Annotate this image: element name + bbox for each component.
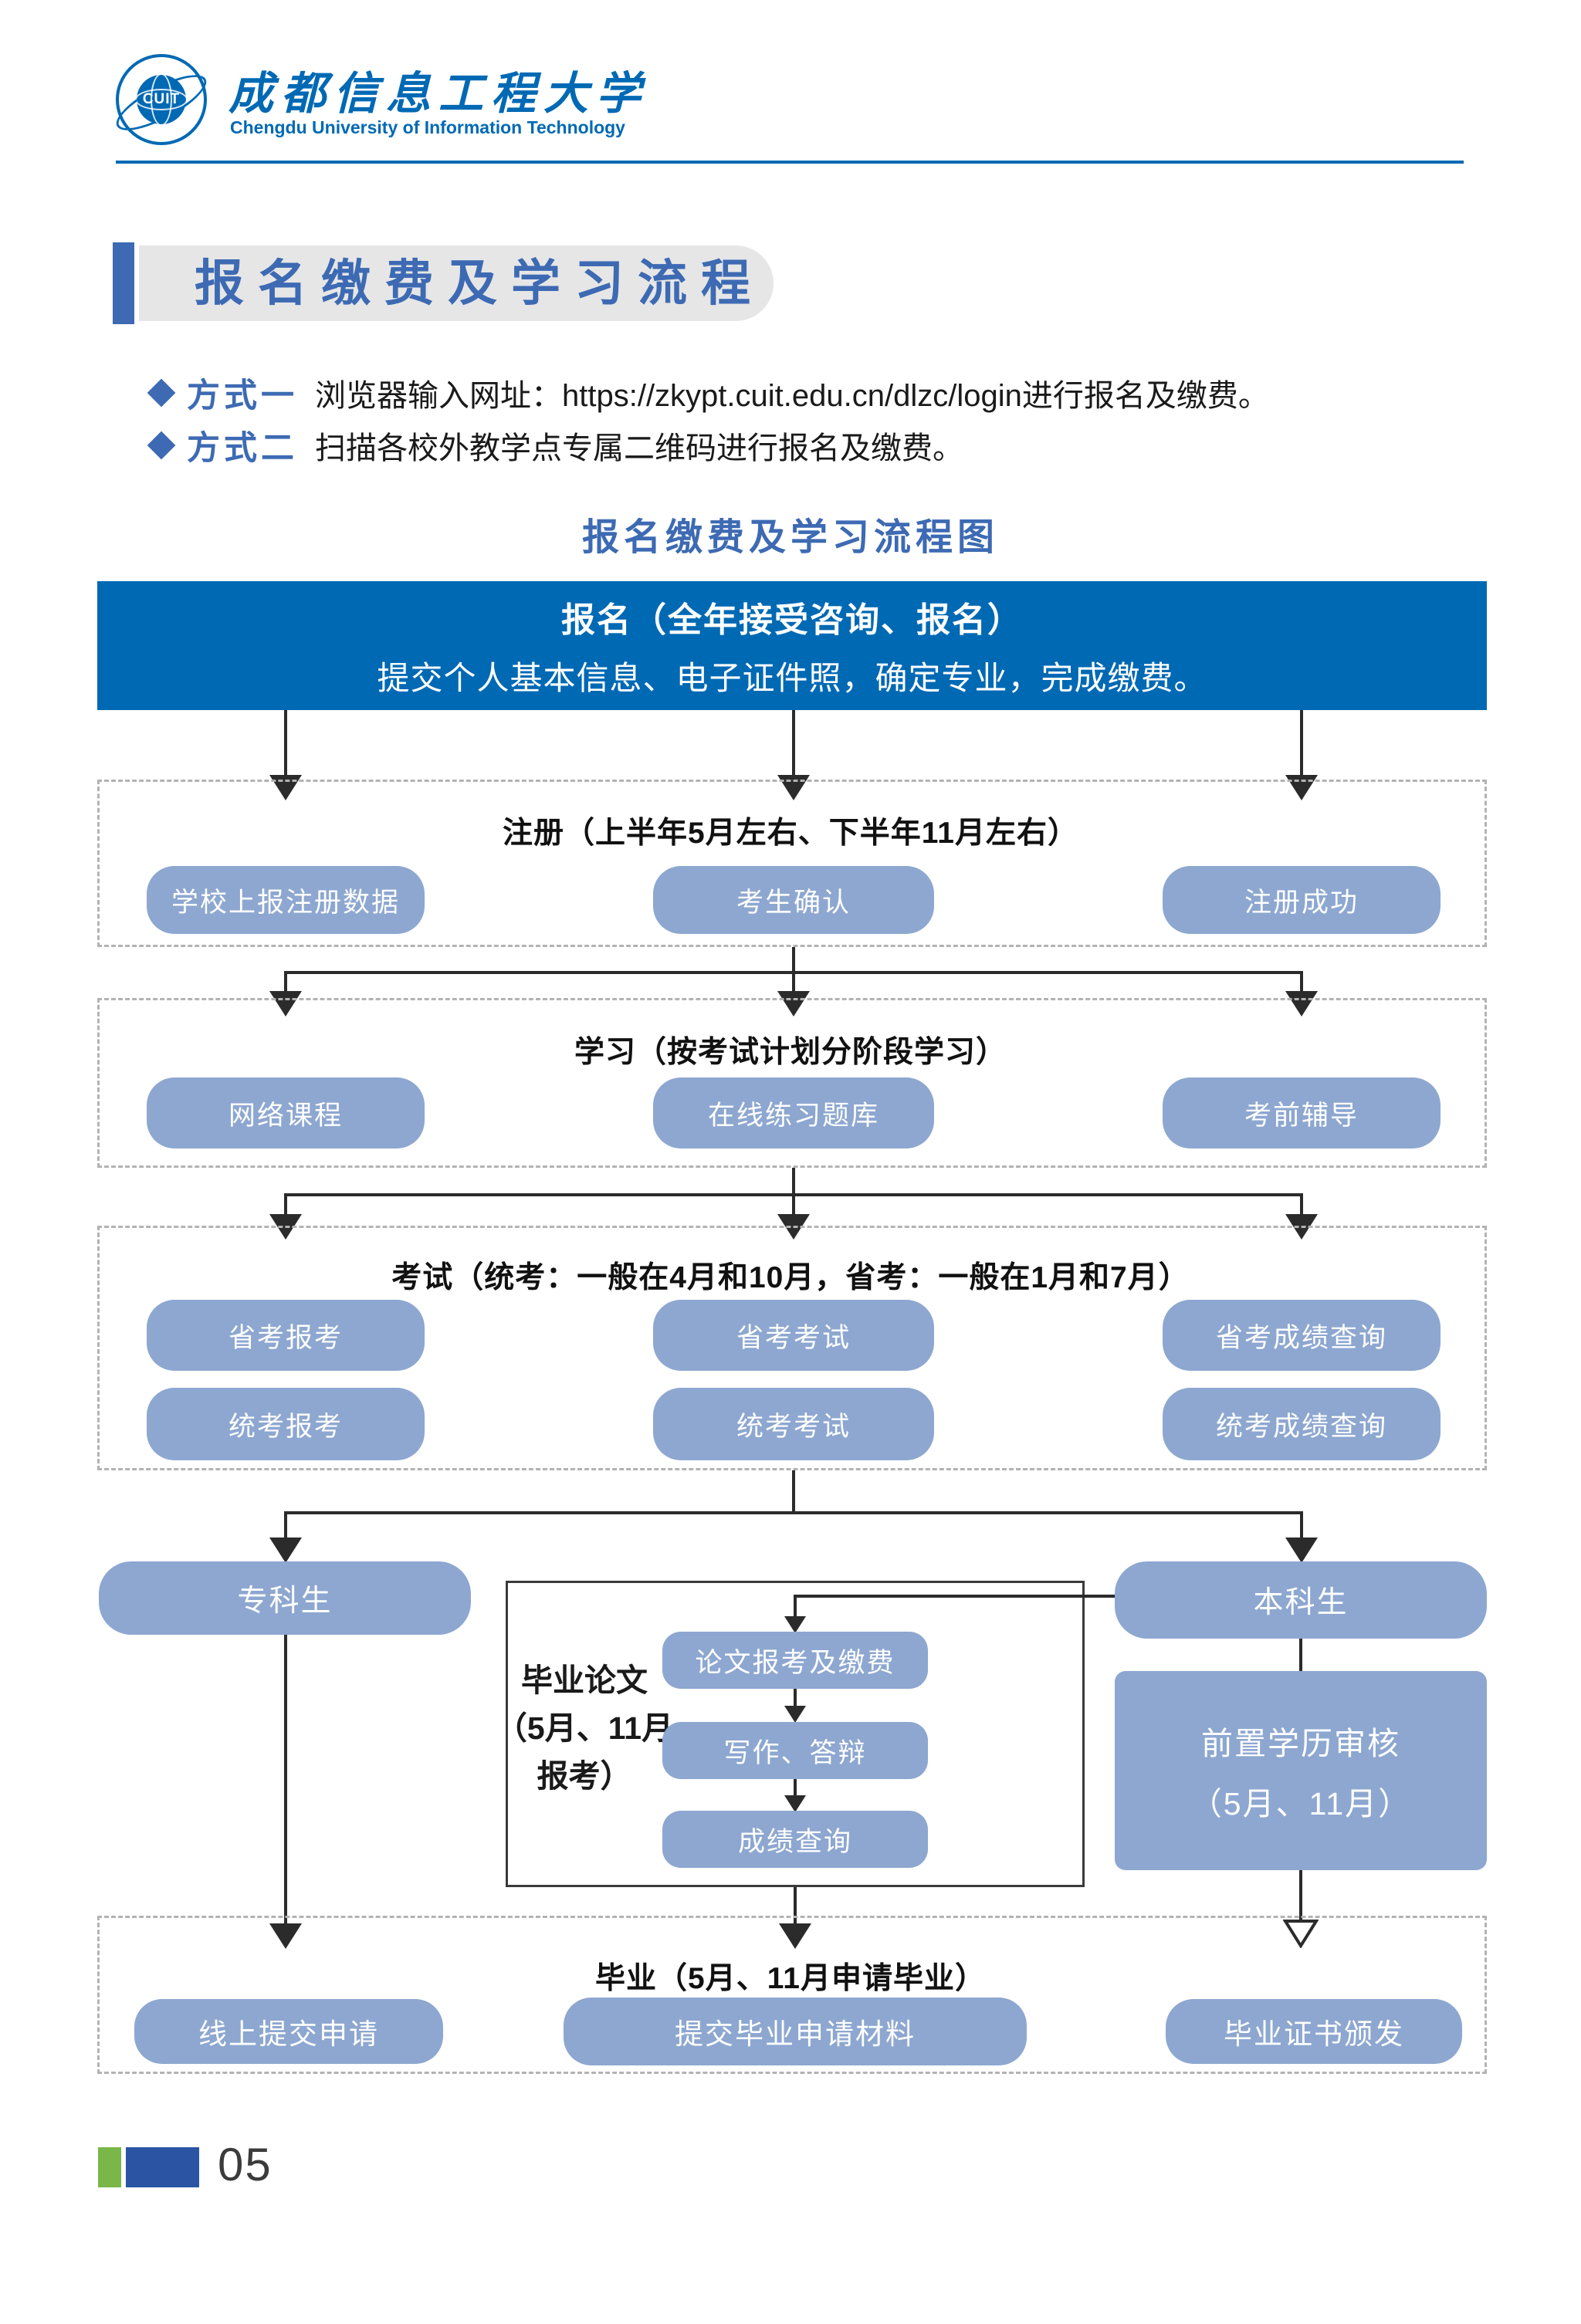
connector-line (792, 1193, 795, 1214)
connector-line (1299, 1639, 1302, 1671)
connector-line (792, 947, 795, 973)
university-logo-emblem: CUIT (109, 54, 214, 145)
connector-line (284, 710, 287, 775)
connector-line (794, 1595, 1115, 1598)
method-item-2: 方式二 扫描各校外教学点专属二维码进行报名及缴费。 (147, 421, 963, 469)
connector-line (794, 1779, 797, 1795)
node-thesis-writing: 写作、答辩 (662, 1722, 928, 1779)
connector-line (794, 1595, 797, 1616)
footer-green-block (98, 2147, 121, 2187)
section-banner-accent-bar (113, 242, 134, 324)
arrow-down-icon (1285, 775, 1318, 800)
stage-register-group (97, 780, 1487, 947)
diamond-bullet-icon (147, 378, 176, 408)
method-label: 方式一 (187, 377, 298, 414)
connector-line (1300, 1193, 1303, 1214)
logo-en-name: Chengdu University of Information Techno… (230, 117, 625, 137)
connector-line (792, 710, 795, 775)
stage-exam-title: 考试（统考：一般在4月和10月，省考：一般在1月和7月） (391, 1261, 1190, 1294)
connector-line (792, 971, 795, 991)
arrow-down-icon (777, 775, 810, 800)
header-divider (116, 161, 1464, 164)
node-unified-exam: 统考考试 (653, 1388, 934, 1460)
node-qualification-review: 前置学历审核 （5月、11月） (1115, 1671, 1487, 1870)
arrow-down-icon (779, 1923, 811, 1949)
connector-line (284, 1193, 287, 1214)
connector-line (794, 1689, 797, 1706)
node-provincial-apply: 省考报考 (147, 1300, 425, 1371)
stage-graduation-title: 毕业（5月、11月申请毕业） (595, 1962, 986, 1995)
arrow-down-icon (1285, 1537, 1318, 1563)
node-thesis-score: 成绩查询 (662, 1811, 928, 1868)
node-practice-bank: 在线练习题库 (653, 1077, 934, 1148)
node-register-confirm: 考生确认 (653, 866, 934, 934)
node-thesis-apply: 论文报考及缴费 (662, 1632, 928, 1689)
connector-line (794, 1887, 797, 1923)
start-node-subtitle: 提交个人基本信息、电子证件照，确定专业，完成缴费。 (377, 660, 1207, 696)
method-item-1: 方式一 浏览器输入网址：https://zkypt.cuit.edu.cn/dl… (147, 369, 1269, 417)
stage-study-group (97, 998, 1487, 1168)
connector-line (1300, 710, 1303, 775)
node-online-course: 网络课程 (147, 1077, 425, 1148)
connector-line (284, 971, 287, 991)
start-node-title: 报名（全年接受咨询、报名） (561, 601, 1023, 639)
connector-line (792, 1168, 795, 1196)
logo-globe-icon: CUIT (137, 75, 186, 124)
connector-line (284, 1635, 287, 1923)
node-provincial-exam: 省考考试 (653, 1300, 934, 1371)
page-number: 05 (218, 2139, 273, 2190)
node-register-report: 学校上报注册数据 (147, 866, 425, 934)
flowchart-title: 报名缴费及学习流程图 (581, 517, 999, 558)
footer-blue-block (126, 2147, 199, 2187)
stage-study-title: 学习（按考试计划分阶段学习） (574, 1036, 1007, 1069)
logo-cn-name: 成都信息工程大学 (229, 67, 649, 120)
arrow-down-icon (784, 1616, 806, 1633)
connector-line (284, 1511, 1303, 1514)
method-text: 扫描各校外教学点专属二维码进行报名及缴费。 (315, 431, 963, 465)
connector-line (1299, 1870, 1302, 1920)
thesis-group (506, 1581, 1085, 1887)
node-online-submit: 线上提交申请 (134, 1999, 443, 2064)
arrow-down-icon (269, 775, 302, 800)
stage-register-title: 注册（上半年5月左右、下半年11月左右） (503, 817, 1078, 850)
node-pre-exam-coaching: 考前辅导 (1163, 1077, 1441, 1148)
hollow-arrow-down-icon (1283, 1920, 1319, 1948)
arrow-down-icon (784, 1795, 806, 1812)
node-provincial-score: 省考成绩查询 (1163, 1300, 1441, 1371)
thesis-label: 毕业论文 （5月、11月 报考） (495, 1663, 674, 1794)
arrow-down-icon (269, 1923, 302, 1949)
node-junior-college: 专科生 (99, 1561, 471, 1635)
section-banner (139, 245, 774, 321)
node-unified-score: 统考成绩查询 (1163, 1388, 1441, 1460)
method-label: 方式二 (187, 430, 298, 467)
method-text: 浏览器输入网址：https://zkypt.cuit.edu.cn/dlzc/l… (315, 379, 1269, 413)
arrow-down-icon (269, 991, 302, 1017)
connector-line (1300, 971, 1303, 991)
stage-exam-group (97, 1226, 1487, 1470)
start-node: 报名（全年接受咨询、报名） 提交个人基本信息、电子证件照，确定专业，完成缴费。 (97, 581, 1487, 710)
arrow-down-icon (777, 991, 810, 1017)
node-register-success: 注册成功 (1163, 866, 1441, 934)
node-graduation-materials: 提交毕业申请材料 (564, 1998, 1027, 2065)
node-unified-apply: 统考报考 (147, 1388, 425, 1460)
connector-line (1300, 1511, 1303, 1537)
diamond-bullet-icon (147, 431, 176, 460)
logo-abbr: CUIT (142, 91, 181, 107)
node-certificate-issue: 毕业证书颁发 (1166, 1999, 1462, 2064)
arrow-down-icon (269, 1537, 302, 1563)
connector-line (792, 1470, 795, 1514)
arrow-down-icon (784, 1706, 806, 1723)
arrow-down-icon (1285, 991, 1318, 1017)
stage-graduation-group (97, 1916, 1487, 2074)
connector-line (284, 1511, 287, 1537)
node-undergraduate: 本科生 (1115, 1561, 1487, 1639)
section-title: 报名缴费及学习流程 (195, 255, 764, 311)
